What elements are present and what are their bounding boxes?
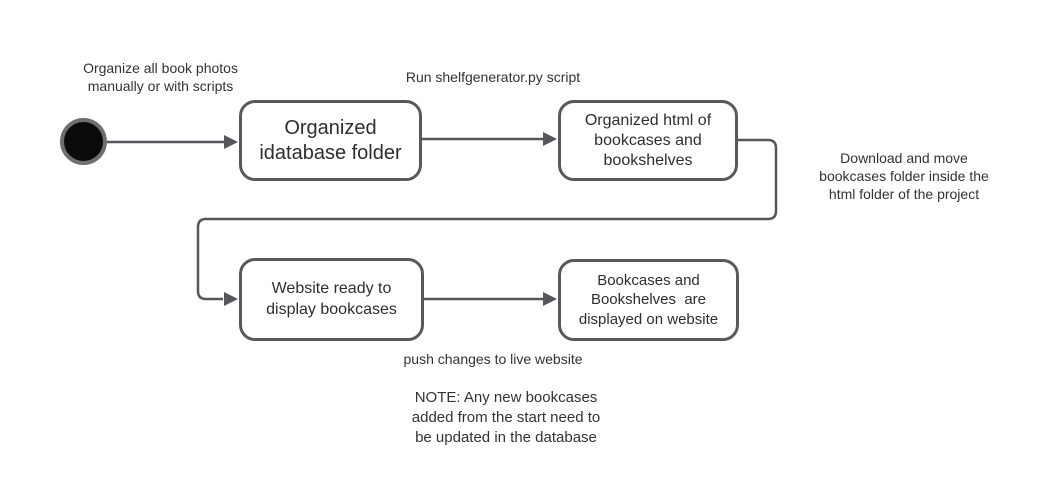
arrowhead-icon — [224, 135, 238, 149]
initial-state-node — [60, 118, 107, 165]
edge-label-download-move: Download and move bookcases folder insid… — [819, 150, 989, 203]
edge-label-run-script: Run shelfgenerator.py script — [405, 69, 581, 85]
arrowhead-icon — [543, 132, 557, 146]
node-displayed-on-website: Bookcases and Bookshelves are displayed … — [558, 259, 739, 341]
note-label: NOTE: Any new bookcases added from the s… — [411, 389, 601, 446]
arrowhead-icon — [224, 292, 238, 306]
connector-start-to-organized-database — [106, 135, 238, 149]
connector-database-to-html — [422, 132, 557, 146]
connector-website-to-displayed — [424, 292, 557, 306]
edge-label-organize-photos: Organize all book photos manually or wit… — [83, 60, 238, 94]
node-organized-database-folder: Organized idatabase folder — [239, 100, 422, 181]
edge-label-push-changes: push changes to live website — [403, 351, 583, 367]
connector-html-to-website-ready — [196, 138, 778, 306]
node-organized-html-of-bookcases: Organized html of bookcases and bookshel… — [558, 100, 738, 181]
arrowhead-icon — [543, 292, 557, 306]
node-website-ready: Website ready to display bookcases — [239, 258, 424, 341]
